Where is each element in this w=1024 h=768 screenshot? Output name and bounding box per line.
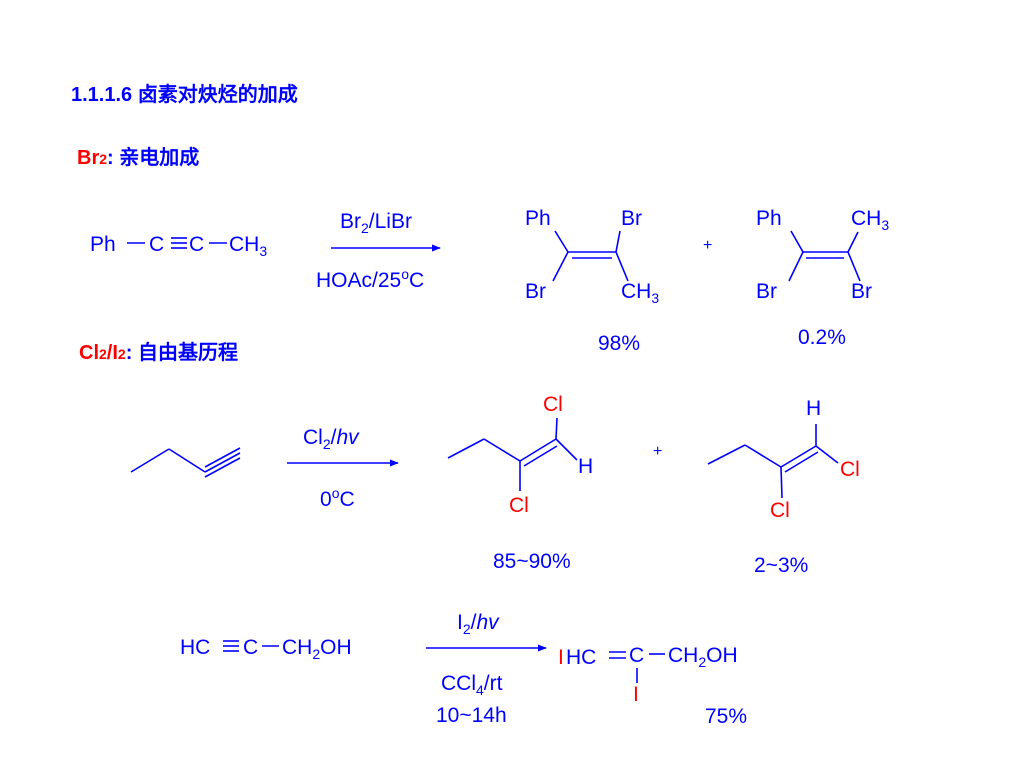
reactant1-methyl: CH3: [229, 233, 268, 259]
product1b-yield: 0.2%: [798, 326, 846, 349]
product3-iodine-bottom: I: [633, 683, 639, 706]
product3-yield: 75%: [705, 705, 748, 728]
product3-hc: HC: [566, 646, 597, 669]
reactant3-hc: HC: [180, 636, 211, 659]
section2-reagent: Cl2/I2: [79, 342, 126, 364]
plus-sign-2: +: [653, 443, 663, 460]
section2-label: Cl2/I2: 自由基历程: [79, 340, 238, 364]
product1b-bonds: [788, 230, 861, 282]
section1-label: Br2: 亲电加成: [77, 145, 200, 169]
conditions1-below: HOAc/25oC: [316, 266, 425, 292]
product1a-br-top: Br: [621, 207, 642, 230]
reactant1-c1: C: [149, 233, 165, 256]
product3-iodine-left: I: [558, 646, 564, 669]
conditions1-above: Br2/LiBr: [340, 210, 412, 236]
product2a-cl-bottom: Cl: [509, 494, 529, 517]
reactant1-c2: C: [189, 233, 205, 256]
heading-title: 卤素对炔烃的加成: [137, 82, 298, 106]
conditions2-above: Cl2/hv: [303, 426, 359, 452]
product2b-bonds: [707, 424, 839, 499]
butyne-skeleton: [130, 447, 241, 478]
product2b-yield: 2~3%: [754, 554, 809, 577]
section1-mechanism: 亲电加成: [119, 145, 200, 169]
product2a-cl-top: Cl: [543, 393, 563, 416]
triple-bond-1: [171, 237, 187, 249]
reactant3-c: C: [243, 636, 259, 659]
product2b-h: H: [806, 397, 822, 420]
product2a-bonds: [447, 417, 578, 491]
product2b-cl-bottom: Cl: [770, 499, 790, 522]
triple-bond-3: [223, 640, 239, 652]
product3-ch2oh: CH2OH: [668, 644, 738, 670]
section1-reagent: Br2: [77, 147, 108, 169]
conditions3-below-solvent: CCl4/rt: [441, 672, 503, 698]
section2-mechanism: 自由基历程: [137, 340, 238, 364]
plus-sign-1: +: [703, 237, 713, 254]
product3-bonds: [609, 651, 665, 683]
product1b-br-left: Br: [756, 280, 777, 303]
reactant3-ch2oh: CH2OH: [282, 636, 352, 662]
product2a-yield: 85~90%: [493, 550, 571, 573]
product1a-yield: 98%: [598, 332, 641, 355]
product1b-br-right: Br: [851, 280, 872, 303]
conditions2-below: 0oC: [320, 485, 355, 511]
heading-number: 1.1.1.6: [71, 84, 133, 106]
conditions3-below-time: 10~14h: [436, 704, 507, 727]
product1a-ph: Ph: [525, 207, 551, 230]
product2b-cl-right: Cl: [840, 458, 860, 481]
slide-heading: 1.1.1.6 卤素对炔烃的加成: [71, 84, 298, 105]
product1a-methyl: CH3: [621, 280, 660, 306]
product1a-br-bottom: Br: [525, 280, 546, 303]
product1a-bonds: [552, 230, 629, 282]
product1b-ph: Ph: [756, 207, 782, 230]
product1b-methyl: CH3: [851, 207, 890, 233]
product3-c: C: [629, 644, 645, 667]
conditions3-above: I2/hv: [457, 611, 499, 637]
product2a-h: H: [578, 455, 594, 478]
reactant1-ph: Ph: [90, 233, 116, 256]
